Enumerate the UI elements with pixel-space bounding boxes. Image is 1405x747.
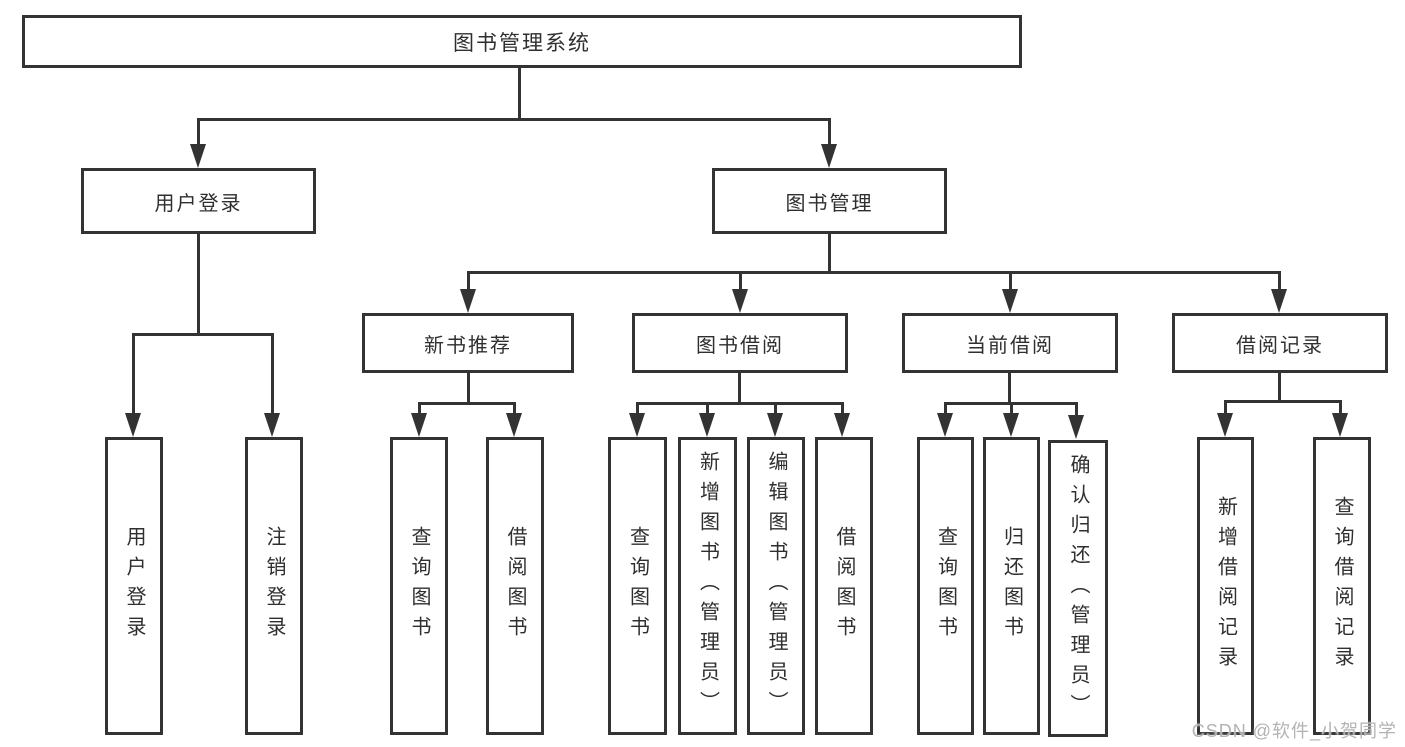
connector-line (1278, 373, 1281, 402)
connector-line (518, 68, 521, 120)
connector-line (706, 402, 709, 415)
node-label: 借阅图书 (833, 526, 855, 646)
connector-line (1010, 402, 1013, 415)
node-borrow-books-recommend: 借阅图书 (486, 437, 544, 735)
node-label: 确认归还（管理员） (1067, 453, 1089, 724)
connector-line (841, 402, 844, 415)
node-label: 用户登录 (123, 526, 145, 646)
connector-line (132, 333, 274, 336)
node-query-borrow-record: 查询借阅记录 (1313, 437, 1371, 735)
node-edit-books-admin: 编辑图书（管理员） (747, 437, 805, 735)
arrow-down-icon (1002, 289, 1018, 313)
node-label: 图书管理系统 (453, 31, 591, 55)
arrow-down-icon (190, 144, 206, 168)
connector-line (1278, 271, 1281, 291)
arrow-down-icon (767, 413, 783, 437)
node-book-borrowing: 图书借阅 (632, 313, 848, 373)
connector-line (944, 402, 947, 415)
connector-line (1339, 400, 1342, 415)
node-query-books-recommend: 查询图书 (390, 437, 448, 735)
connector-line (828, 118, 831, 146)
node-query-books-borrowing: 查询图书 (608, 437, 667, 735)
node-confirm-return-admin: 确认归还（管理员） (1048, 440, 1108, 737)
connector-line (467, 373, 470, 404)
node-label: 查询图书 (934, 526, 957, 646)
node-add-borrow-record: 新增借阅记录 (1197, 437, 1254, 735)
arrow-down-icon (699, 413, 715, 437)
connector-line (1009, 271, 1012, 291)
arrow-down-icon (1271, 289, 1287, 313)
node-label: 查询借阅记录 (1331, 496, 1353, 676)
node-return-books: 归还图书 (983, 437, 1040, 735)
arrow-down-icon (506, 413, 522, 437)
node-new-book-recommendation: 新书推荐 (362, 313, 574, 373)
node-label: 查询图书 (626, 526, 649, 646)
node-label: 当前借阅 (966, 334, 1054, 357)
connector-line (1008, 373, 1011, 404)
connector-line (132, 333, 135, 413)
node-label: 图书借阅 (696, 334, 784, 357)
node-library-system: 图书管理系统 (22, 15, 1022, 68)
connector-line (1075, 402, 1078, 415)
node-label: 新书推荐 (424, 334, 512, 357)
connector-line (467, 271, 470, 291)
node-add-books-admin: 新增图书（管理员） (678, 437, 737, 735)
arrow-down-icon (125, 413, 141, 437)
connector-line (513, 402, 516, 415)
node-user-login-action: 用户登录 (105, 437, 163, 735)
connector-line (467, 271, 1281, 274)
arrow-down-icon (1068, 415, 1084, 439)
connector-line (271, 333, 274, 413)
connector-line (197, 118, 200, 146)
node-label: 借阅记录 (1236, 334, 1324, 357)
arrow-down-icon (821, 144, 837, 168)
node-borrowing-records: 借阅记录 (1172, 313, 1388, 373)
connector-line (636, 402, 639, 415)
node-label: 新增借阅记录 (1214, 496, 1237, 676)
connector-line (774, 402, 777, 415)
node-user-login: 用户登录 (81, 168, 316, 234)
connector-line (738, 373, 741, 404)
arrow-down-icon (937, 413, 953, 437)
arrow-down-icon (1003, 413, 1019, 437)
node-label: 归还图书 (1000, 526, 1023, 646)
node-borrow-books-action: 借阅图书 (815, 437, 873, 735)
node-book-management: 图书管理 (712, 168, 947, 234)
connector-line (1224, 400, 1227, 415)
arrow-down-icon (732, 289, 748, 313)
connector-line (197, 234, 200, 335)
node-label: 查询图书 (408, 526, 430, 646)
node-label: 编辑图书（管理员） (765, 451, 787, 721)
connector-line (418, 402, 516, 405)
connector-line (418, 402, 421, 415)
arrow-down-icon (264, 413, 280, 437)
connector-line (739, 271, 742, 291)
node-label: 注销登录 (263, 526, 285, 646)
node-logout-action: 注销登录 (245, 437, 303, 735)
node-label: 借阅图书 (504, 526, 526, 646)
node-label: 图书管理 (785, 192, 874, 215)
connector-line (636, 402, 844, 405)
connector-line (197, 118, 831, 121)
node-query-books-current: 查询图书 (917, 437, 974, 735)
node-label: 新增图书（管理员） (696, 451, 719, 721)
arrow-down-icon (629, 413, 645, 437)
arrow-down-icon (834, 413, 850, 437)
arrow-down-icon (411, 413, 427, 437)
arrow-down-icon (1217, 413, 1233, 437)
node-current-borrowing: 当前借阅 (902, 313, 1118, 373)
connector-line (1224, 400, 1341, 403)
arrow-down-icon (1332, 413, 1348, 437)
connector-line (828, 234, 831, 273)
csdn-watermark: CSDN @软件_小贺同学 (1191, 721, 1397, 741)
arrow-down-icon (460, 289, 476, 313)
node-label: 用户登录 (154, 192, 243, 215)
